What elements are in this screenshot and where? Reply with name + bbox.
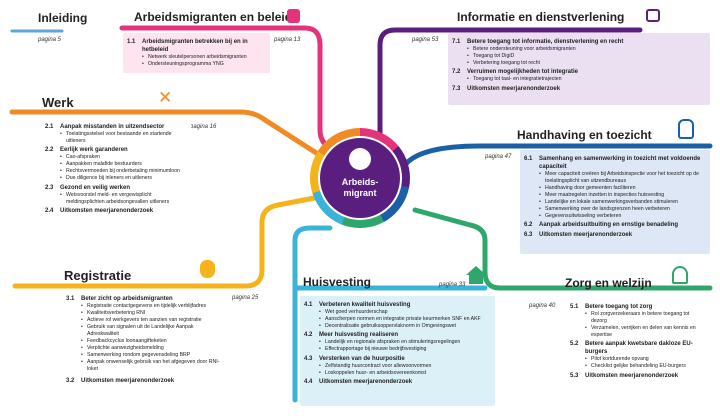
house-body-icon [469, 275, 483, 284]
info-page: pagina 53 [412, 37, 439, 43]
bullet-item: Toegang tot taal- en integratietrajecten [452, 76, 706, 83]
bullet-item: Effectrapportage bij nieuwe bedrijfsvest… [304, 346, 491, 353]
zorg-page: pagina 40 [529, 303, 556, 309]
bullet-item: Ondersteuningsprogramma YNG [127, 61, 266, 68]
bullet-item: Gegevensuitwisseling verbeteren [524, 213, 706, 220]
book-icon [287, 9, 300, 23]
bullet-item: Samenwerking over de landsgrenzen heen v… [524, 206, 706, 213]
bullet-item: Registratie contactgegevens en tijdelijk… [66, 303, 224, 310]
bullet-item: Aanscherpen normen en integratie private… [304, 316, 491, 323]
handhaving-page: pagina 47 [485, 154, 512, 160]
werk-title[interactable]: Werk [42, 95, 74, 110]
bullet-item: Wet goed verhuurderschap [304, 309, 491, 316]
center-label: Arbeids-migrant [341, 177, 379, 198]
huisvesting-page: pagina 33 [439, 282, 466, 288]
hand-icon [678, 119, 694, 139]
line-handhaving [402, 143, 713, 168]
bullet-item: Decentralisatie gebruiksoppervlaknorm in… [304, 323, 491, 330]
line-zorg [412, 207, 713, 291]
line-registratie [12, 192, 333, 289]
line-huisvesting [292, 225, 333, 403]
doctor-icon [672, 266, 688, 284]
bullet-item: Kwaliteitsverbetering RNI [66, 310, 224, 317]
inleiding-page: pagina 5 [38, 37, 62, 43]
bullet-item: Verzamelen, verrijken en delen van kenni… [570, 325, 706, 339]
beleid-page: pagina 13 [274, 37, 301, 43]
bullet-item: Meer maatregelen inzetten in inspecties … [524, 192, 706, 199]
bullet-item: Due diligence bij inleners en uitleners [45, 175, 187, 182]
beleid-title[interactable]: Arbeidsmigranten en beleid [134, 10, 293, 24]
line-info [377, 27, 643, 143]
bullet-item: Landelijke en lokale samenwerkingsverban… [524, 199, 706, 206]
bullet-item: Verbetering toegang tot recht [452, 60, 706, 67]
handhaving-title[interactable]: Handhaving en toezicht [517, 128, 652, 142]
werk-page: pagina 16 [190, 124, 217, 130]
bullet-item: Aanpakken malafide bestuurders [45, 161, 187, 168]
bullet-item: Handhaving door gemeenten faciliteren [524, 185, 706, 192]
line-werk [9, 109, 338, 168]
bullet-item: Checklist gelijke behandeling EU-burgers [570, 363, 706, 370]
bullet-item: Betere ondersteuning voor arbeidsmigrant… [452, 46, 706, 53]
bullet-item: Toelatingsstelsel voor bestaande en star… [45, 131, 187, 145]
person-icon [349, 148, 371, 170]
bullet-item: Actieve rol werkgevers ten aanzien van r… [66, 317, 224, 324]
bullet-item: Toegang tot DigiD [452, 53, 706, 60]
bullet-item: Gebruik van signalen uit de Landelijke A… [66, 324, 224, 338]
house-icon [466, 266, 486, 275]
inleiding-title[interactable]: Inleiding [38, 11, 88, 25]
bullet-item: Samenwerking rondom gegevensdeling BRP [66, 352, 224, 359]
bullet-item: Rol zorgverzekeraars in betere toegang t… [570, 311, 706, 325]
bullet-item: Pilot kortdurende opvang [570, 356, 706, 363]
zorg-title[interactable]: Zorg en welzijn [565, 276, 652, 290]
info-icon [646, 9, 660, 22]
bullet-item: Rechtsvermoeden bij onderbetaling minimu… [45, 168, 187, 175]
bullet-item: Feedbackcyclus loonaangifteketen [66, 338, 224, 345]
tools-icon: ✕ [158, 88, 173, 107]
bullet-item: Cao-afspraken [45, 154, 187, 161]
bullet-item: Netwerk sleutelpersonen arbeidsmigranten [127, 54, 266, 61]
registratie-page: pagina 25 [232, 295, 259, 301]
registratie-title[interactable]: Registratie [64, 268, 132, 283]
bullet-item: Zelfstandig huurcontract voor allewoonvo… [304, 363, 491, 370]
bullet-item: Meer capaciteit creëren bij Arbeidsinspe… [524, 171, 706, 185]
bullet-item: Aanpak onwenselijk gebruik van het afgeg… [66, 359, 224, 373]
coins-icon [200, 260, 215, 278]
bullet-item: Verplichte aanwezigheidsmelding [66, 345, 224, 352]
bullet-item: Loskoppelen huur- en arbeidsovereenkomst [304, 370, 491, 377]
bullet-item: Landelijk en regionale afspraken en stim… [304, 339, 491, 346]
info-title[interactable]: Informatie en dienstverlening [457, 10, 625, 24]
bullet-item: Wetsvoorstel meld- en vergewisplicht mel… [45, 192, 187, 206]
huisvesting-title[interactable]: Huisvesting [303, 275, 372, 289]
